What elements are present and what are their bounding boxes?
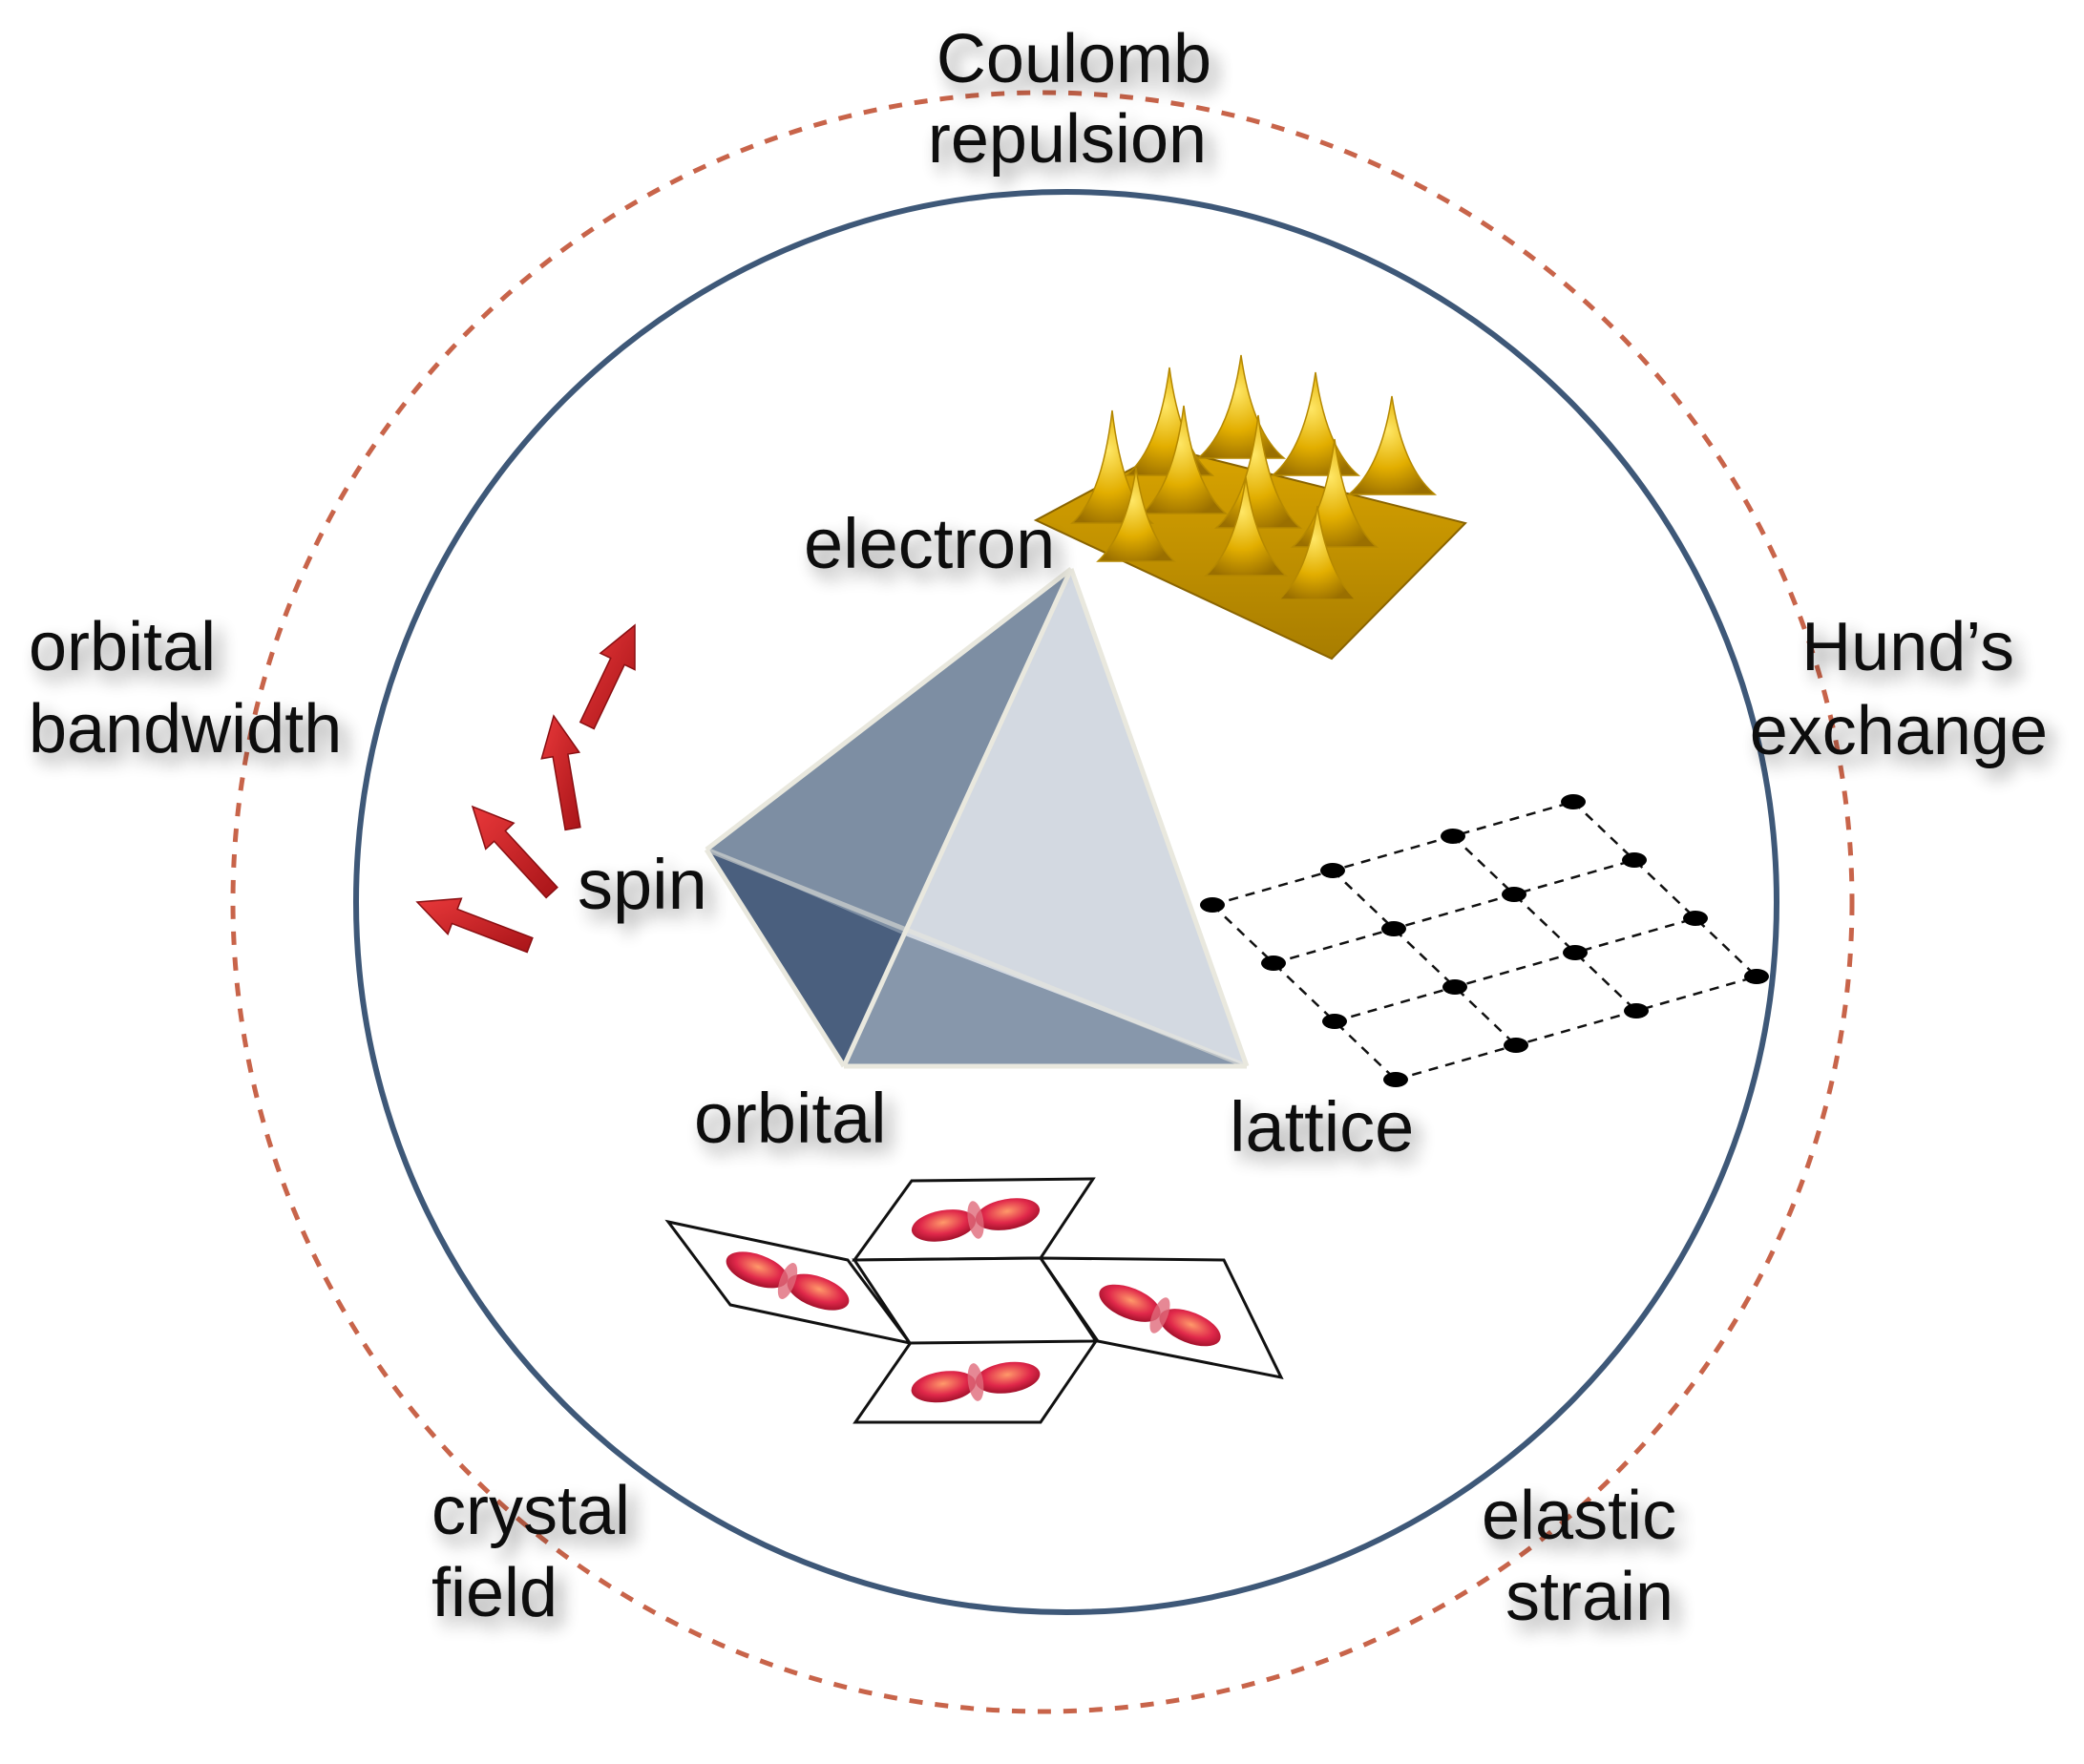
lattice-atom (1561, 794, 1586, 809)
wave-peak (1096, 467, 1176, 562)
label-strain-line1: elastic (1482, 1478, 1676, 1554)
orbital-lobe-pair (911, 1361, 1041, 1403)
orbital-lobe-pair (1099, 1284, 1221, 1347)
lattice-atom (1624, 1003, 1649, 1018)
wave-peak (1290, 438, 1379, 548)
label-electron: electron (804, 504, 1055, 583)
spin-arrow (471, 805, 558, 899)
lattice-atom (1322, 1014, 1347, 1029)
lattice-atom (1442, 979, 1467, 995)
lattice-atom (1261, 956, 1286, 971)
orbital-lobe-pair (726, 1251, 850, 1311)
tetrahedron (704, 567, 1250, 1069)
tetra-face-front-bottom (844, 935, 1247, 1066)
label-hunds-line1: Hund’s (1801, 609, 2014, 685)
wave-peak (1139, 405, 1229, 514)
label-orbital-bandwidth: orbital bandwidth (29, 609, 342, 767)
orbital-lobe (911, 1371, 977, 1403)
lattice-line (1334, 916, 1696, 1023)
orbital-lobe (1159, 1309, 1221, 1347)
lattice-line (1211, 800, 1574, 907)
orbital-lobe (975, 1198, 1041, 1230)
orbital-ring (777, 1263, 798, 1299)
label-crystal-line1: crystal (432, 1473, 630, 1549)
spin-arrow (579, 623, 636, 730)
orbital-lobe (1099, 1284, 1161, 1322)
orbital-ring (1149, 1297, 1170, 1334)
orbital-tiles-icon (664, 1177, 1284, 1424)
label-orbital: orbital (694, 1079, 887, 1158)
lattice-atom (1683, 911, 1708, 926)
label-hunds-line2: exchange (1750, 693, 2048, 769)
label-coulomb-line2: repulsion (928, 101, 1207, 178)
lattice-atom (1383, 1072, 1408, 1087)
outer-dashed-ring (230, 90, 1855, 1714)
label-elastic-strain: elastic strain (1482, 1478, 1676, 1635)
lattice-line (1452, 835, 1637, 1012)
lattice-line (1395, 975, 1758, 1082)
label-bandwidth-line1: orbital (29, 609, 216, 685)
electron-wave-icon (1033, 354, 1467, 661)
orbital-lobe (726, 1251, 789, 1289)
label-crystal-line2: field (432, 1555, 558, 1631)
wave-peak (1277, 505, 1358, 600)
lattice-atom (1744, 969, 1769, 984)
spin-arrow-icon (415, 623, 636, 954)
label-coulomb-line1: Coulomb (937, 21, 1211, 97)
lattice-atom (1502, 887, 1526, 902)
lattice-atom (1381, 921, 1406, 936)
orbital-lobe (787, 1273, 850, 1311)
wave-peak (1195, 354, 1287, 459)
tetra-face-front (905, 569, 1247, 1066)
label-strain-line2: strain (1505, 1559, 1674, 1635)
label-bandwidth-line2: bandwidth (29, 691, 342, 767)
lattice-atom (1200, 897, 1225, 913)
label-spin: spin (578, 845, 707, 924)
lattice-grid-icon (1200, 794, 1769, 1087)
label-hunds-exchange: Hund’s exchange (1750, 609, 2048, 769)
lattice-atom (1563, 945, 1588, 960)
lattice-atom (1441, 829, 1465, 844)
orbital-ring (967, 1201, 984, 1239)
label-crystal-field: crystal field (432, 1473, 630, 1631)
orbital-ring (967, 1363, 984, 1401)
label-coulomb-repulsion: Coulomb repulsion (928, 21, 1211, 178)
wave-peak (1346, 395, 1438, 495)
tetra-face-left (706, 569, 1071, 935)
tetra-face-dark (706, 850, 905, 1066)
orbital-lobe (975, 1361, 1041, 1394)
orbital-lobe-pair (911, 1198, 1041, 1242)
lattice-line (1273, 858, 1635, 965)
lattice-line (1572, 801, 1758, 977)
orbital-tile (852, 1256, 1099, 1345)
lattice-line (1211, 904, 1397, 1081)
wave-peak (1213, 414, 1303, 529)
wave-peak (1204, 476, 1288, 577)
lattice-atom (1622, 852, 1647, 868)
orbital-lobe (911, 1209, 977, 1242)
spin-arrow (540, 714, 581, 831)
lattice-line (1332, 870, 1517, 1046)
label-lattice: lattice (1230, 1087, 1414, 1166)
spin-arrow (415, 897, 534, 954)
lattice-atom (1320, 863, 1345, 878)
inner-solid-ring (353, 189, 1779, 1615)
lattice-atom (1504, 1038, 1528, 1053)
wave-peak (1270, 371, 1361, 476)
